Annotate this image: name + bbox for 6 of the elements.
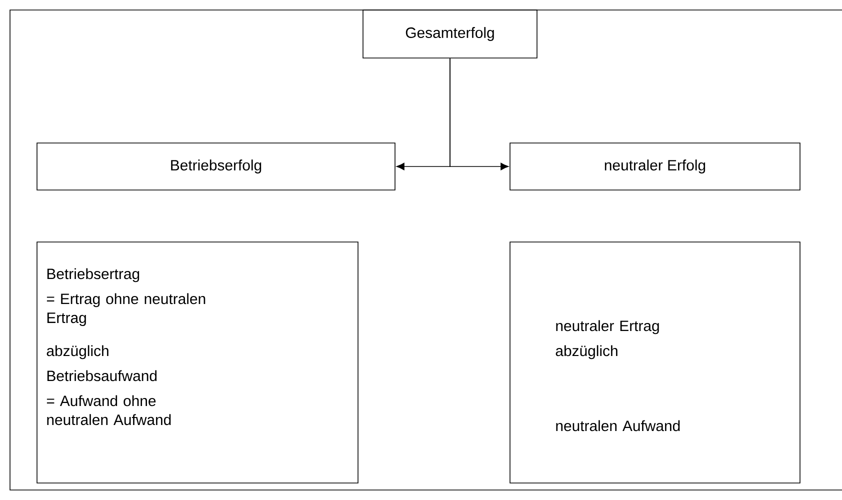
result-box: neutraler Erfolg bbox=[510, 142, 800, 190]
arrow bbox=[450, 58, 509, 170]
result-box: Gesamterfolg bbox=[362, 10, 538, 58]
text-box: Betriebsertrag = Ertrag ohne neutralen Ertrag abzüglich Betriebsaufwand = Aufwand ohne neutralen Aufwand bbox=[36, 242, 358, 484]
text-box: neutraler Ertrag abzüglich neutralen Aufwand bbox=[510, 242, 800, 484]
result-box: Betriebserfolg bbox=[36, 142, 396, 190]
